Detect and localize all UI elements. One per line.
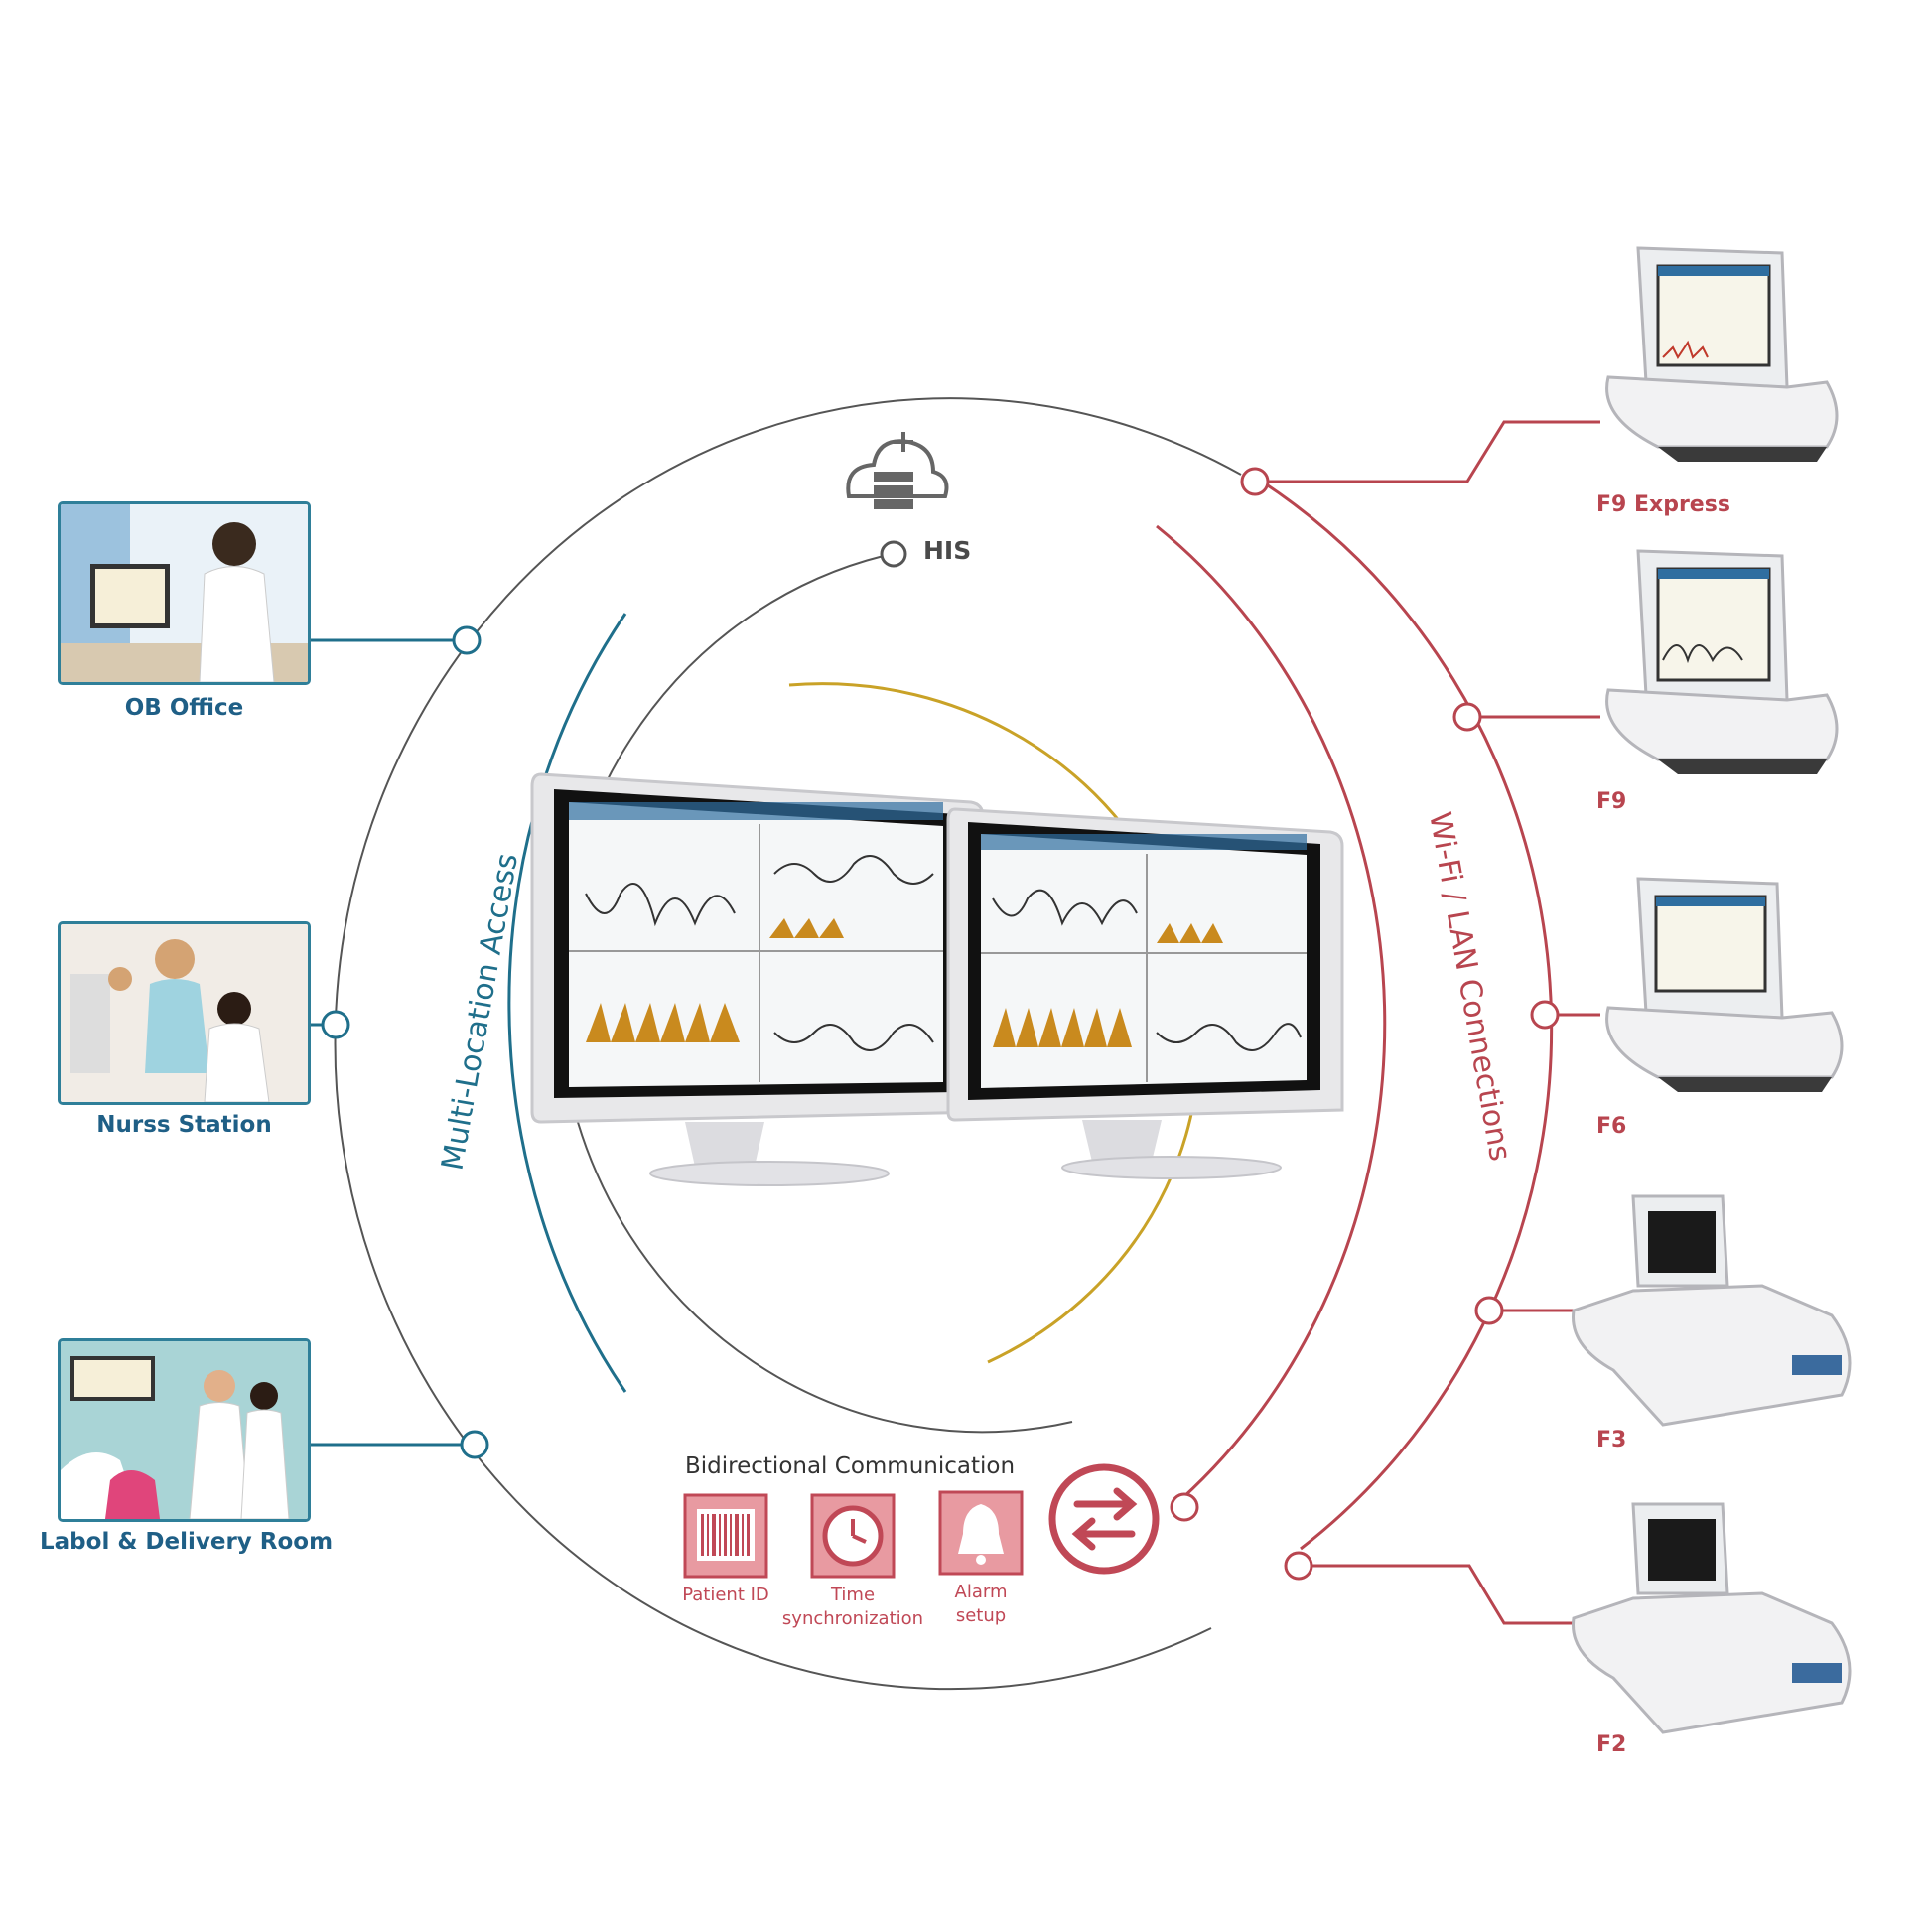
device-f9-express: [1605, 246, 1839, 462]
monitor-left: [530, 772, 985, 1186]
device-f9: [1605, 549, 1839, 774]
location-label-delivery-room: Labol & Delivery Room: [40, 1529, 334, 1555]
node-bidirectional: [1170, 1492, 1199, 1522]
clock-icon: [810, 1493, 896, 1579]
device-label-f9-express: F9 Express: [1596, 492, 1730, 517]
delivery-room-photo: [58, 1338, 311, 1522]
delivery-room-scene: [61, 1341, 308, 1519]
teal-arc: [507, 613, 627, 1393]
device-f2: [1572, 1502, 1852, 1734]
node-delivery-room: [460, 1430, 489, 1459]
connector-f9-express: [1255, 420, 1600, 483]
left-arc-label: Multi-Location Access: [435, 851, 525, 1173]
barcode-icon: [683, 1493, 768, 1579]
connector-f2: [1299, 1564, 1600, 1625]
node-ob-office: [452, 625, 482, 655]
node-f6: [1530, 1000, 1560, 1030]
feature-alarm-line2: setup: [955, 1605, 1007, 1626]
feature-time-line1: Time: [830, 1585, 876, 1605]
nurse-station-photo: [58, 921, 311, 1105]
device-label-f2: F2: [1596, 1732, 1627, 1757]
device-label-f9: F9: [1596, 789, 1627, 814]
feature-label-time-sync: Time synchronization: [773, 1584, 932, 1631]
right-arc-label: Wi-Fi / LAN Connections: [1422, 809, 1517, 1164]
his-label: HIS: [923, 536, 972, 565]
monitor-right: [946, 807, 1344, 1179]
feature-label-alarm-setup: Alarm setup: [921, 1581, 1040, 1628]
feature-alarm-line1: Alarm: [954, 1582, 1008, 1602]
his-node: [880, 540, 907, 568]
outer-ring-red: [1156, 524, 1387, 1501]
ob-office-scene: [61, 504, 308, 682]
node-f9-express: [1240, 467, 1270, 496]
bidirectional-title: Bidirectional Communication: [685, 1453, 1016, 1479]
outer-ring-red-2: [1250, 473, 1554, 1551]
feature-patient-id-line1: Patient ID: [682, 1585, 769, 1605]
device-label-f3: F3: [1596, 1428, 1627, 1452]
node-nurse-station: [321, 1010, 350, 1039]
location-label-nurse-station: Nurss Station: [96, 1112, 272, 1138]
location-label-ob-office: OB Office: [124, 695, 244, 721]
device-f6: [1605, 877, 1844, 1092]
node-f3: [1474, 1296, 1504, 1325]
nurse-station-scene: [61, 924, 308, 1102]
feature-label-patient-id: Patient ID: [665, 1584, 786, 1607]
feature-time-line2: synchronization: [781, 1608, 924, 1629]
device-label-f6: F6: [1596, 1114, 1627, 1139]
cloud-server-icon: [846, 432, 949, 509]
node-f2: [1284, 1551, 1313, 1581]
node-f9: [1452, 702, 1482, 732]
device-f3: [1572, 1194, 1852, 1427]
ob-office-photo: [58, 501, 311, 685]
exchange-arrows-icon: [1048, 1463, 1160, 1575]
bell-icon: [938, 1490, 1024, 1576]
